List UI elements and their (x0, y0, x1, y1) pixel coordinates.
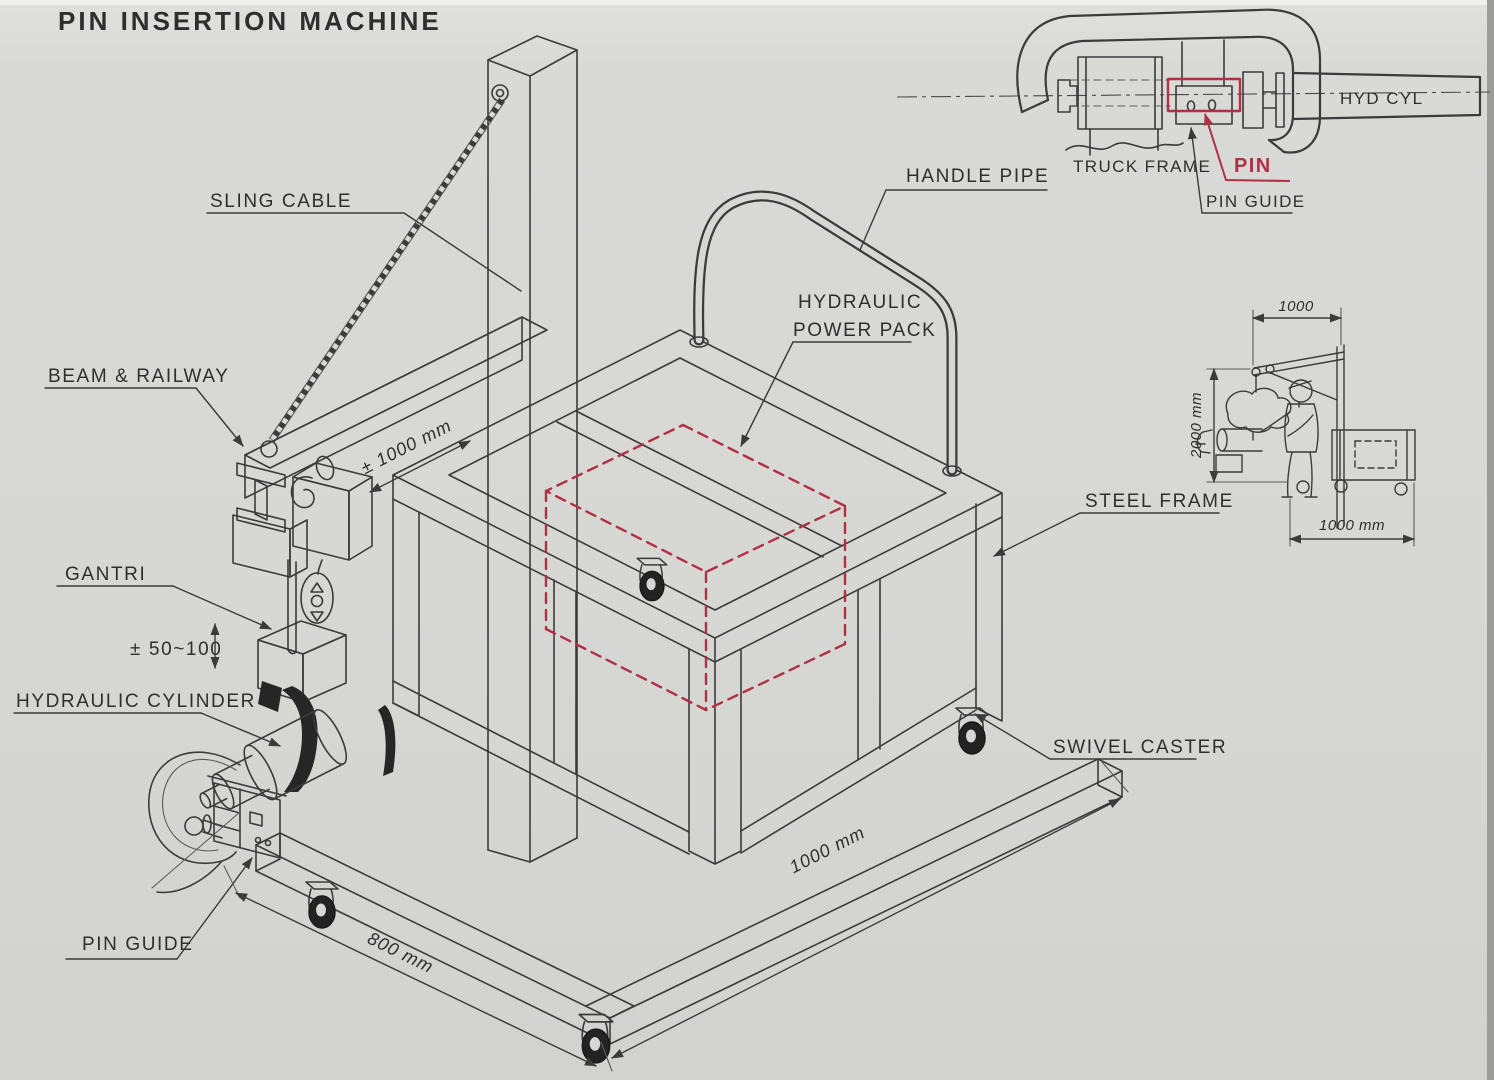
sideview-dim-bottom: 1000 mm (1319, 517, 1385, 534)
label-beam-railway: BEAM & RAILWAY (48, 366, 229, 387)
dim-gantry-stroke: ± 50~100 (130, 639, 222, 660)
inset-label-pin-guide: PIN GUIDE (1206, 192, 1306, 211)
up-arrow-icon (310, 582, 324, 593)
label-steel-frame: STEEL FRAME (1085, 491, 1234, 512)
cylinder-strap-2 (258, 681, 282, 712)
cylinder-strap (282, 686, 318, 792)
machine-side-sketch (1195, 428, 1263, 473)
sideview-dim-height: 2000 mm (1188, 392, 1205, 459)
gantry (257, 559, 347, 703)
label-gantri: GANTRI (65, 564, 146, 585)
beam-railway (232, 316, 548, 578)
operator-figure (1259, 379, 1319, 498)
paper-edge-right (1487, 0, 1494, 1080)
label-hydraulic-power-pack-line2: POWER PACK (793, 320, 936, 341)
pin-guide-detail (1166, 39, 1242, 125)
page-title: PIN INSERTION MACHINE (58, 6, 442, 36)
pin-detail-inset: TRUCK FRAME HYD CYL PIN PIN GUIDE (896, 8, 1491, 214)
pin-head-icon (184, 816, 204, 836)
label-handle-pipe: HANDLE PIPE (906, 166, 1049, 187)
side-view-inset: 1000 2000 mm 1000 mm (1188, 298, 1416, 547)
handle-pipe (689, 190, 962, 477)
hyd-cyl-detail (1291, 71, 1482, 121)
eyebolt-icon (491, 84, 509, 102)
main-dimensions: ± 1000 mm 800 mm 1000 mm (223, 415, 1129, 1072)
truck-frame-hub (1065, 56, 1184, 156)
cart-side-sketch (1296, 429, 1416, 496)
label-sling-cable: SLING CABLE (210, 191, 352, 212)
dim-base-width-800: 800 mm (364, 928, 437, 977)
balancer-sketch (1225, 387, 1292, 433)
steel-frame (392, 329, 1003, 865)
mast-column (487, 35, 578, 863)
down-arrow-icon (310, 611, 324, 622)
hydraulic-cylinder (199, 709, 348, 810)
paper-edge-top (0, 0, 1494, 5)
sling-cable (260, 97, 506, 458)
label-hydraulic-cylinder: HYDRAULIC CYLINDER (16, 691, 256, 712)
pin-highlight-box (1166, 77, 1242, 113)
label-swivel-caster: SWIVEL CASTER (1053, 737, 1227, 758)
centerline (896, 91, 1491, 98)
inset-label-hyd-cyl: HYD CYL (1340, 89, 1424, 108)
hoist-trolley (290, 455, 373, 561)
chain-link-icon (315, 455, 335, 481)
inset-label-pin: PIN (1234, 155, 1272, 177)
pin-guide-bracket (184, 775, 287, 859)
sideview-dim-top: 1000 (1278, 298, 1314, 315)
main-labels: PIN INSERTION MACHINE SLING CABLE BEAM &… (13, 6, 1234, 960)
label-pin-guide: PIN GUIDE (82, 934, 194, 955)
dim-base-length-1000: 1000 mm (786, 822, 868, 877)
workpiece-sketch (148, 751, 241, 894)
spacer-blocks (1242, 71, 1285, 129)
pendant-control (300, 559, 334, 624)
cylinder-strap-3 (378, 705, 396, 776)
power-pack-box (544, 423, 847, 712)
inset-label-truck-frame: TRUCK FRAME (1073, 157, 1211, 176)
label-hydraulic-power-pack-line1: HYDRAULIC (798, 292, 922, 313)
